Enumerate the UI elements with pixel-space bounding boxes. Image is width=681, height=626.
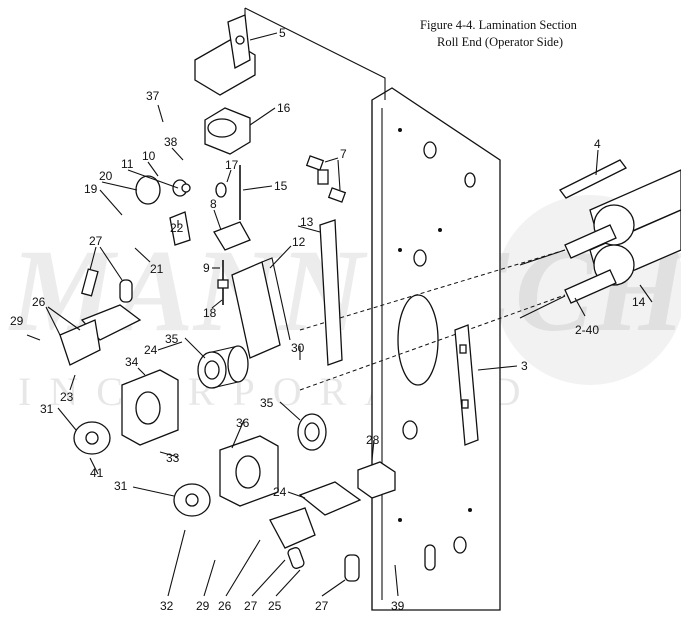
callout-34: 34 (125, 355, 139, 369)
callout-5: 5 (279, 26, 286, 40)
callout-19: 19 (84, 182, 98, 196)
fittings-7 (305, 155, 347, 203)
callout-2-40: 2-40 (575, 323, 599, 337)
callout-31b: 31 (114, 479, 128, 493)
callout-18: 18 (203, 306, 217, 320)
callout-labels: 5 37 16 38 7 4 10 11 17 20 19 15 8 13 22… (10, 26, 646, 613)
leader-lines (26, 32, 653, 597)
rod-15 (215, 165, 241, 305)
side-plate-39 (371, 87, 501, 611)
callout-39: 39 (391, 599, 405, 613)
callout-41: 41 (90, 466, 104, 480)
callout-35b: 35 (260, 396, 274, 410)
callout-7: 7 (340, 147, 347, 161)
callout-9: 9 (203, 261, 210, 275)
callout-21: 21 (150, 262, 164, 276)
callout-30: 30 (291, 341, 305, 355)
bearing-35b (297, 413, 327, 451)
callout-35a: 35 (165, 332, 179, 346)
callout-29b: 29 (196, 599, 210, 613)
callout-27c: 27 (315, 599, 329, 613)
callout-29a: 29 (10, 314, 24, 328)
coupler-31b (173, 483, 211, 517)
callout-13: 13 (300, 215, 314, 229)
callout-14: 14 (632, 295, 646, 309)
block-28 (357, 461, 396, 499)
callout-17: 17 (225, 158, 239, 172)
callout-16: 16 (277, 101, 291, 115)
callout-26a: 26 (32, 295, 46, 309)
callout-8: 8 (210, 197, 217, 211)
callout-10: 10 (142, 149, 156, 163)
callout-24b: 24 (273, 485, 287, 499)
bearing-35a (197, 345, 249, 389)
callout-38: 38 (164, 135, 178, 149)
callout-27b: 27 (244, 599, 258, 613)
frame-outline-top (244, 7, 386, 100)
housing-36 (219, 435, 279, 507)
callout-23: 23 (60, 390, 74, 404)
callout-4: 4 (594, 137, 601, 151)
callout-32: 32 (160, 599, 174, 613)
coupler-31a (73, 421, 111, 455)
housing-34 (121, 369, 179, 446)
sensor-27c (287, 547, 360, 582)
callout-12: 12 (292, 235, 306, 249)
callout-27a: 27 (89, 234, 103, 248)
clip-22 (169, 211, 191, 246)
callout-15: 15 (274, 179, 288, 193)
guide-rails (231, 219, 343, 366)
callout-37: 37 (146, 89, 160, 103)
figure-title: Figure 4-4. Lamination Section (420, 18, 577, 32)
cylinder-16 (204, 107, 251, 155)
figure-subtitle: Roll End (Operator Side) (437, 35, 564, 49)
callout-20: 20 (99, 169, 113, 183)
callout-11: 11 (121, 157, 134, 171)
callout-24a: 24 (144, 343, 158, 357)
sensor-27a (81, 268, 133, 303)
bracket-24b (269, 481, 362, 549)
callout-22: 22 (170, 221, 184, 235)
callout-31a: 31 (40, 402, 54, 416)
callout-36: 36 (236, 416, 250, 430)
cylinders-40 (299, 224, 617, 391)
bracket-5 (194, 14, 256, 96)
callout-26b: 26 (218, 599, 232, 613)
callout-3: 3 (521, 359, 528, 373)
callout-33: 33 (166, 451, 180, 465)
plate-8 (213, 221, 251, 251)
knob-20 (135, 175, 191, 205)
slide-bar-3 (454, 324, 479, 446)
callout-28: 28 (366, 433, 380, 447)
bracket-24a (59, 304, 142, 366)
callout-25: 25 (268, 599, 282, 613)
